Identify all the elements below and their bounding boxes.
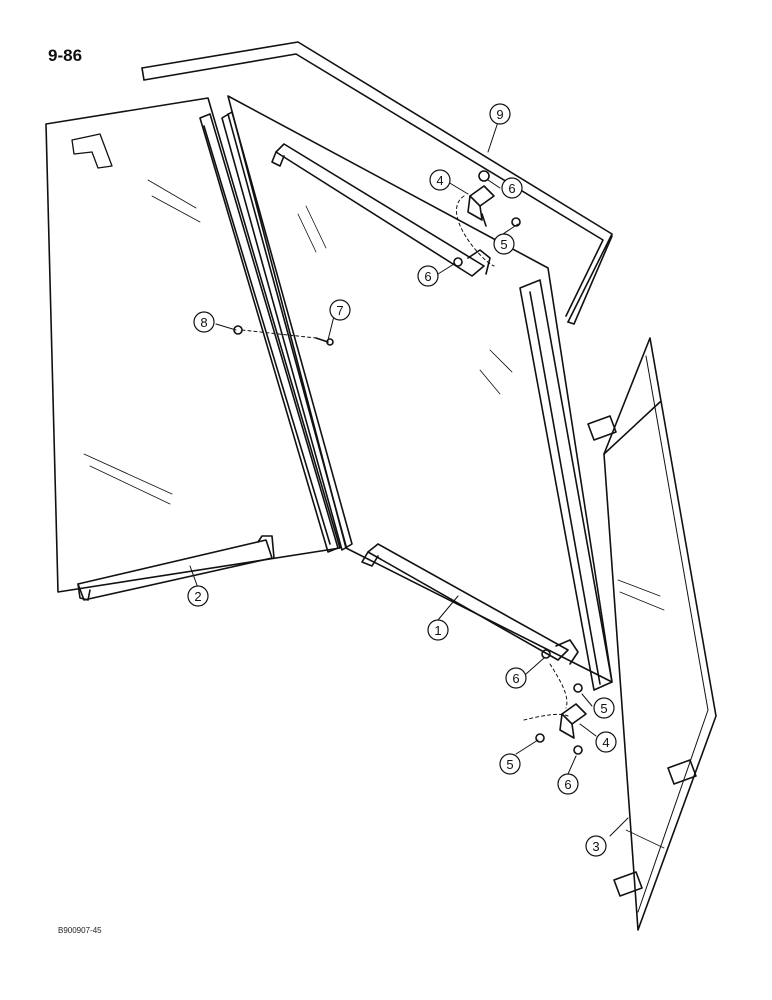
callout-number: 4 [602, 735, 609, 750]
callout-number: 1 [434, 623, 441, 638]
callouts: 1 2 3 4 4 5 5 5 6 6 6 6 7 8 9 [187, 103, 617, 857]
callout-number: 8 [200, 315, 207, 330]
callout-number: 2 [194, 589, 201, 604]
callout-8: 8 [193, 311, 215, 333]
leader-lines [189, 121, 629, 837]
callout-6b: 6 [417, 265, 439, 287]
callout-6c: 6 [505, 667, 527, 689]
page-number: 9-86 [48, 46, 83, 65]
callout-number: 6 [508, 181, 515, 196]
callout-number: 6 [512, 671, 519, 686]
callout-1: 1 [427, 619, 449, 641]
callout-5c: 5 [499, 753, 521, 775]
callout-number: 9 [496, 107, 503, 122]
callout-number: 7 [336, 303, 343, 318]
center-right-rail [519, 279, 613, 691]
center-upper-bracket [271, 143, 491, 277]
callout-5b: 5 [593, 697, 615, 719]
right-glass-panel [587, 337, 717, 931]
callout-6d: 6 [557, 773, 579, 795]
drawing-code: B900907-45 [58, 926, 102, 935]
left-lower-bracket [77, 535, 275, 601]
center-glass-panel [227, 95, 613, 683]
callout-number: 5 [506, 757, 513, 772]
callout-number: 6 [564, 777, 571, 792]
callout-number: 4 [436, 173, 443, 188]
callout-number: 3 [592, 839, 599, 854]
callout-number: 5 [500, 237, 507, 252]
callout-5a: 5 [493, 233, 515, 255]
center-lower-bracket [361, 543, 579, 665]
left-glass-panel [45, 97, 341, 593]
callout-3: 3 [585, 835, 607, 857]
upper-hardware-cluster [453, 170, 521, 267]
callout-7: 7 [329, 299, 351, 321]
callout-number: 6 [424, 269, 431, 284]
left-channel-strip [199, 113, 339, 553]
mid-fasteners [233, 325, 334, 346]
callout-4a: 4 [429, 169, 451, 191]
callout-number: 5 [600, 701, 607, 716]
callout-6a: 6 [501, 177, 523, 199]
top-seal-strip [141, 41, 613, 325]
callout-2: 2 [187, 585, 209, 607]
callout-4b: 4 [595, 731, 617, 753]
callout-9: 9 [489, 103, 511, 125]
lower-hardware-cluster [523, 649, 587, 755]
